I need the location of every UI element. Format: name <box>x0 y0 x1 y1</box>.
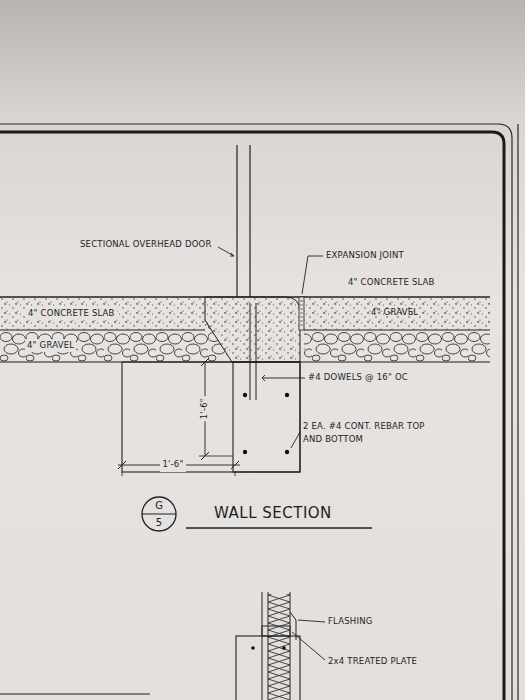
drawing-label: 1'-6" <box>160 458 185 471</box>
detail-title: WALL SECTION <box>214 504 332 522</box>
drawing-label: 1'-6" <box>198 396 211 421</box>
drawing-label: 2x4 TREATED PLATE <box>328 655 417 668</box>
drawing-label: 4" GRAVEL <box>25 339 76 352</box>
section-tag: G5 <box>141 496 177 532</box>
drawing-label: 4" CONCRETE SLAB <box>348 276 435 289</box>
drawing-label: EXPANSION JOINT <box>326 249 404 262</box>
drawing-label: FLASHING <box>328 615 372 628</box>
tag-text: G <box>141 501 177 511</box>
drawing-label: #4 DOWELS @ 16" OC <box>308 371 408 384</box>
drawing-label: 4" CONCRETE SLAB <box>26 307 117 320</box>
drawing-label: 2 EA. #4 CONT. REBAR TOP AND BOTTOM <box>303 420 425 446</box>
drawing-label: 4" GRAVEL <box>371 306 418 319</box>
tag-text: 5 <box>141 518 177 528</box>
drawing-label: SECTIONAL OVERHEAD DOOR <box>80 238 212 251</box>
